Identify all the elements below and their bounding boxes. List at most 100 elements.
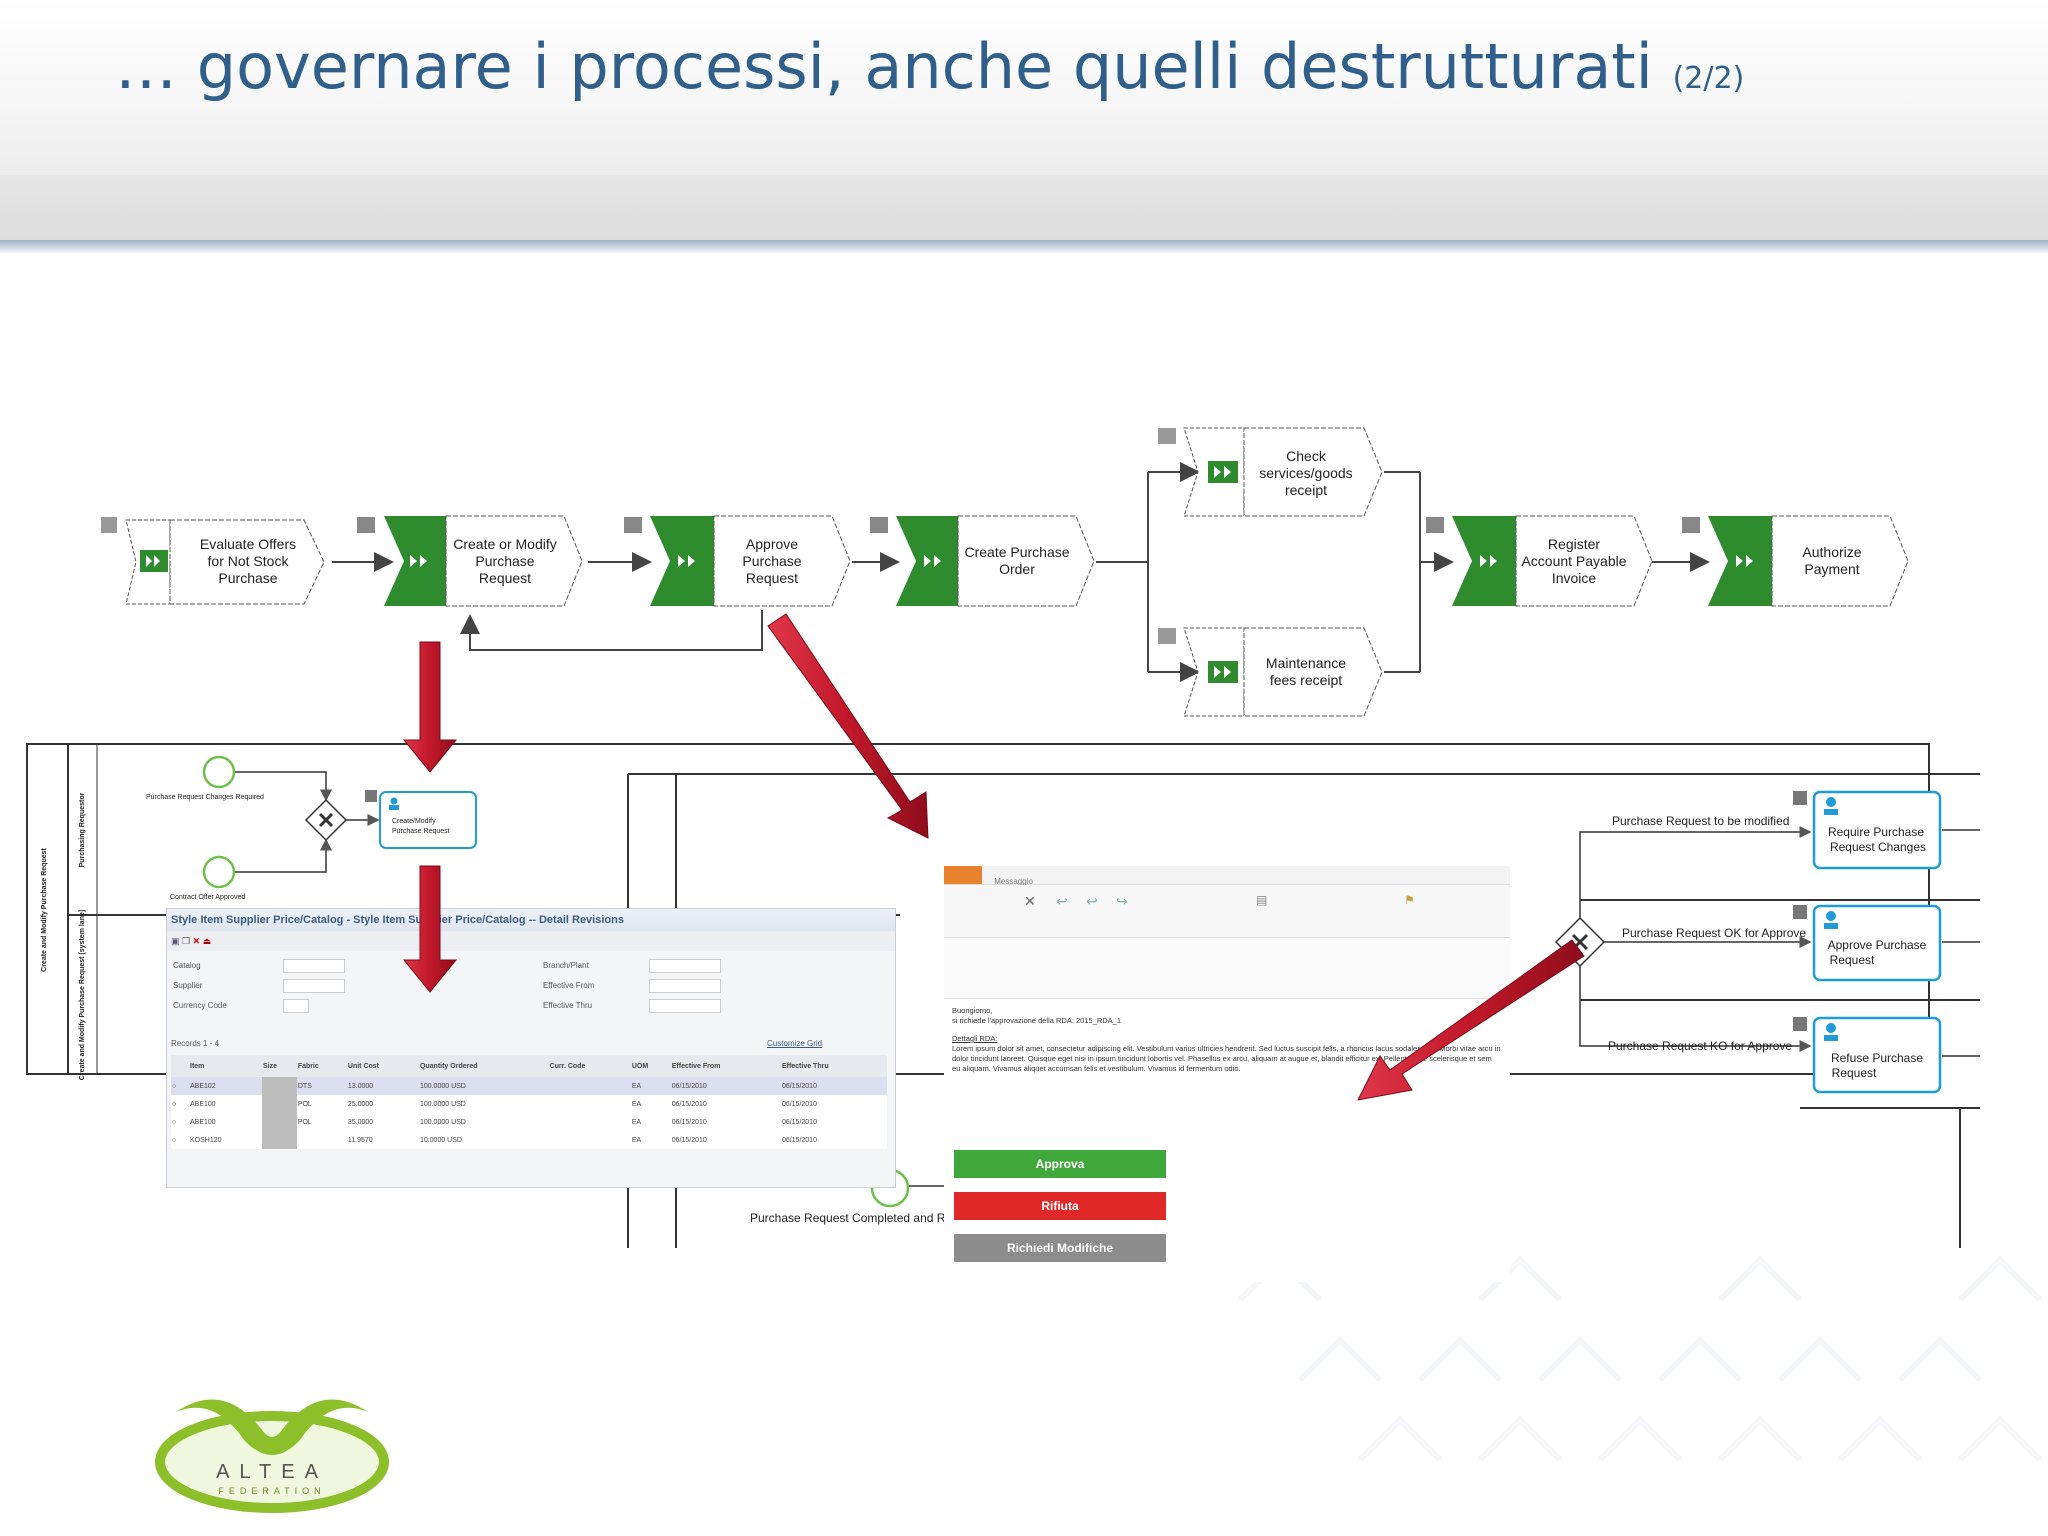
currency-field-label: Currency Code (173, 1001, 227, 1010)
message-tab[interactable]: Messaggio (994, 877, 1033, 886)
branch-field-label: Branch/Plant (543, 961, 589, 970)
grid-header: Item (190, 1062, 205, 1070)
approve-button[interactable]: Approva (954, 1150, 1166, 1178)
step2-label-l1: Create or Modify (453, 536, 556, 552)
branch-input[interactable] (649, 959, 721, 973)
chevron-icons (146, 466, 1753, 678)
customize-grid-link[interactable]: Customize Grid (767, 1039, 823, 1048)
step4-label-l1: Create Purchase (964, 544, 1069, 560)
task-refuse-pr[interactable] (1812, 1016, 1942, 1094)
step7-label-l1: Register (1548, 536, 1600, 552)
ribbon: ✕ ↩ ↩ ↪ ▤ ⚑ (944, 885, 1510, 938)
eff-from-field-label: Effective From (543, 981, 595, 990)
catalog-toolbar: ▣ ❐ ✕ ⏏ (167, 931, 895, 951)
tags-icon[interactable]: ⚑ (1404, 893, 1415, 907)
task-refuse-label-l2: Request (1832, 1066, 1877, 1080)
currency-input[interactable] (283, 999, 309, 1013)
process-step-create-modify-pr[interactable] (384, 515, 583, 607)
table-row[interactable]: ○ ABE102 DTS 13.0000 100.0000 USD EA 06/… (171, 1077, 887, 1095)
catalog-window: Style Item Supplier Price/Catalog - Styl… (166, 908, 896, 1188)
left-task-create-modify[interactable] (379, 791, 477, 849)
task-approve-label-l2: Request (1830, 953, 1875, 967)
table-row[interactable]: ○ KOSH120 11.9570 10.0000 USD EA 06/15/2… (171, 1131, 887, 1149)
step1-label-l2: for Not Stock (208, 553, 290, 569)
grid-cell: 100.0000 USD (419, 1100, 466, 1108)
delete-icon[interactable]: ✕ (1024, 893, 1036, 909)
process-step-maintenance[interactable] (1183, 627, 1383, 717)
grid-cell: 06/15/2010 (781, 1136, 817, 1144)
supplier-input[interactable] (283, 979, 345, 993)
grid-header: Effective From (671, 1062, 721, 1070)
email-request-line: si richiede l'approvazione della RDA: 20… (952, 1016, 1122, 1025)
request-changes-button[interactable]: Richiedi Modifiche (954, 1234, 1166, 1262)
grid-cell: EA (631, 1082, 642, 1090)
row-radio[interactable]: ○ (172, 1136, 177, 1144)
grid-cell: 100.0000 USD (419, 1082, 466, 1090)
step1-label-l1: Evaluate Offers (200, 536, 296, 552)
copy-icon[interactable]: ❐ (182, 936, 191, 946)
red-arrow-diagonal (767, 613, 929, 839)
grid-cell: KOSH120 (190, 1136, 222, 1144)
grid-header: Unit Cost (347, 1062, 379, 1070)
message-body: Buongiorno, si richiede l'approvazione d… (952, 1006, 1502, 1074)
catalog-title: Style Item Supplier Price/Catalog - Styl… (171, 914, 624, 926)
grid-header: Quantity Ordered (419, 1062, 478, 1070)
grid-cell: 06/15/2010 (671, 1100, 707, 1108)
reject-button[interactable]: Rifiuta (954, 1192, 1166, 1220)
forward-icon[interactable]: ↪ (1116, 893, 1128, 909)
flow-label-ok: Purchase Request OK for Approve (1622, 926, 1806, 940)
start-event-changes[interactable] (202, 755, 236, 789)
red-arrow-down-1 (402, 641, 458, 773)
exit-icon[interactable]: ⏏ (202, 936, 212, 946)
task-require-changes[interactable] (1812, 790, 1942, 870)
table-row[interactable]: ○ ABE100 POL 35.0000 100.0000 USD EA 06/… (171, 1113, 887, 1131)
grid-cell: EA (631, 1136, 642, 1144)
grid-cell: ABE100 (190, 1100, 216, 1108)
start-event-contract[interactable] (202, 855, 236, 889)
task-approve-pr[interactable] (1812, 904, 1942, 982)
task-require-label-l1: Require Purchase (1828, 825, 1924, 839)
step4-label-l2: Order (999, 561, 1035, 577)
logo-brand: ALTEA (216, 1461, 328, 1483)
grid-cell: POL (297, 1118, 312, 1126)
left-task-label-l1: Create/Modify (392, 818, 436, 825)
step6-label-l2: fees receipt (1270, 672, 1342, 688)
lane-top-label: Purchasing Requestor (79, 792, 86, 867)
grid-cell: 25.0000 (347, 1100, 374, 1108)
move-icon[interactable]: ▤ (1256, 893, 1268, 907)
left-task-label-l2: Purchase Request (392, 828, 450, 835)
grid-cell: 06/15/2010 (781, 1100, 817, 1108)
grid-cell: ABE100 (190, 1118, 216, 1126)
title-text: … governare i processi, anche quelli des… (115, 30, 1653, 103)
step1-label-l3: Purchase (218, 570, 277, 586)
table-row[interactable]: ○ ABE100 POL 25.0000 100.0000 USD EA 06/… (171, 1095, 887, 1113)
step3-label-l3: Request (746, 570, 798, 586)
reply-all-icon[interactable]: ↩ (1086, 893, 1098, 909)
altea-logo (155, 1399, 389, 1513)
catalog-input[interactable] (283, 959, 345, 973)
eff-from-input[interactable] (649, 979, 721, 993)
left-gateway[interactable] (304, 798, 348, 842)
grid-cell: 06/15/2010 (671, 1082, 707, 1090)
row-radio[interactable]: ○ (172, 1118, 177, 1126)
eff-thru-input[interactable] (649, 999, 721, 1013)
grid-cell: 06/15/2010 (671, 1118, 707, 1126)
grid-cell: 35.0000 (347, 1118, 374, 1126)
file-tab[interactable] (944, 866, 982, 884)
row-radio[interactable]: ○ (172, 1100, 177, 1108)
red-arrow-down-2 (402, 865, 458, 993)
step5-label-l3: receipt (1285, 482, 1327, 498)
grid-cell: 100.0000 USD (419, 1118, 466, 1126)
delete-icon[interactable]: ✕ (192, 936, 201, 946)
email-window: Messaggio ✕ ↩ ↩ ↪ ▤ ⚑ Buongiorno, si ric… (944, 866, 1510, 1282)
save-icon[interactable]: ▣ (171, 936, 180, 946)
grid-cell: POL (297, 1100, 312, 1108)
step2-label-l2: Purchase (475, 553, 534, 569)
row-radio[interactable]: ○ (172, 1082, 177, 1090)
grid-cell (261, 1077, 297, 1095)
reply-icon[interactable]: ↩ (1056, 893, 1068, 909)
grid-cell: EA (631, 1100, 642, 1108)
grid-header: UOM (631, 1062, 649, 1070)
grid-header: Fabric (297, 1062, 319, 1070)
step8-label-l1: Authorize (1802, 544, 1861, 560)
